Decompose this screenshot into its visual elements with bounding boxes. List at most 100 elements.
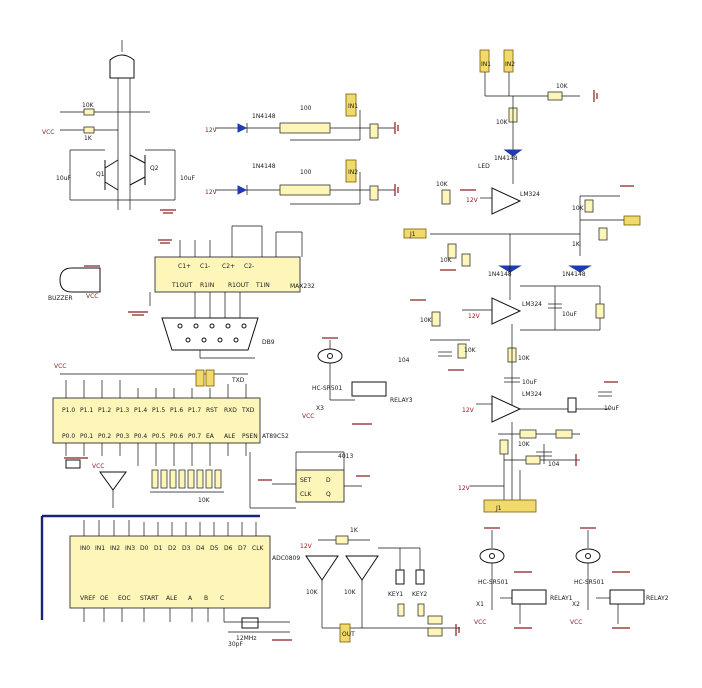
cap-c6-label: 10uF <box>604 405 619 412</box>
sensor-row-1: 1N4148 100 IN1 12V <box>205 93 399 141</box>
opamp-mid-designator: LM324 <box>522 301 542 308</box>
latch-pin-d: D <box>326 477 331 484</box>
mcu-top-pins: P1.0 P1.1 P1.2 P1.3 P1.4 P1.5 P1.6 P1.7 … <box>62 407 255 414</box>
sensor-x2: HC-SR501 X2 VCC RELAY2 <box>570 527 669 629</box>
diode-mid-2-label: 1N4148 <box>562 271 586 278</box>
mcu-pin-p14: P1.4 <box>134 407 147 414</box>
key1-label: KEY1 <box>388 591 403 598</box>
sensor3-label: HC-SR501 <box>312 385 342 392</box>
crystal-label: 12MHz <box>236 635 256 642</box>
mcu-pin-p03: P0.3 <box>116 433 129 440</box>
mcu-pin-p02: P0.2 <box>98 433 111 440</box>
res1-label: 100 <box>300 105 312 112</box>
diode-mid-1-label: 1N4148 <box>488 271 512 278</box>
x1-label: X1 <box>476 601 484 608</box>
vcc-label-x2: VCC <box>570 619 582 626</box>
vcc-label-mcu: VCC <box>54 363 66 370</box>
adc-pin-in2: IN2 <box>110 545 120 552</box>
max232-pin-r1out: R1OUT <box>228 282 249 289</box>
res-r10-label: 10K <box>440 257 453 264</box>
relay3-label: RELAY3 <box>390 397 413 404</box>
latch-pin-q: Q <box>326 491 331 498</box>
comp2-label: 10K <box>344 589 357 596</box>
adc-bottom-pins: VREF OE EOC START ALE A B C <box>80 595 224 602</box>
adc-pin-ale: ALE <box>166 595 177 602</box>
adc-pin-vref: VREF <box>80 595 96 602</box>
mcu-pin-p05: P0.5 <box>152 433 165 440</box>
vcc-label-3: 12V <box>205 189 218 196</box>
db9-designator: DB9 <box>262 339 275 346</box>
vcc-label-buzzer: VCC <box>86 293 98 300</box>
r-mid-label: 1K <box>84 135 93 142</box>
latch-pin-clk: CLK <box>300 491 313 498</box>
max232-pin-t1out: T1OUT <box>171 282 193 289</box>
sensor-x1: HC-SR501 X1 VCC RELAY1 <box>474 527 573 629</box>
mcu-pin-p11: P1.1 <box>80 407 93 414</box>
mcu-pin-ea: EA <box>206 433 215 440</box>
res-op2-label: 10K <box>420 317 433 324</box>
sensor-row-2: 1N4148 100 IN2 12V <box>205 159 399 205</box>
mcu-txd-net: TXD <box>231 377 245 384</box>
led1-label: 1N4148 <box>252 113 276 120</box>
cap-crystal-label: 30pF <box>228 641 243 648</box>
mcu-pin-p04: P0.4 <box>134 433 147 440</box>
adc-pin-d7: D7 <box>238 545 247 552</box>
mcu-pin-p12: P1.2 <box>98 407 111 414</box>
mcu-pin-ale: ALE <box>224 433 235 440</box>
sensor-x2-label: HC-SR501 <box>574 579 604 586</box>
x2-label: X2 <box>572 601 580 608</box>
relay1-label: RELAY1 <box>550 595 573 602</box>
adc-pin-d5: D5 <box>210 545 219 552</box>
res-op1-label: 10K <box>436 181 449 188</box>
mcu-designator: AT89C52 <box>262 433 289 440</box>
adc-block: ADC0809 IN0 IN1 IN2 IN3 D0 D1 D2 D3 D4 D… <box>40 514 300 648</box>
adc-pin-b: B <box>204 595 208 602</box>
mcu-pin-p06: P0.6 <box>170 433 183 440</box>
vcc-label-op2: 12V <box>468 313 481 320</box>
adc-designator: ADC0809 <box>272 555 300 562</box>
adc-pin-start: START <box>140 595 159 602</box>
adc-pin-eoc: EOC <box>118 595 131 602</box>
opamp-top-designator: LM324 <box>520 191 540 198</box>
adc-pin-a: A <box>188 595 193 602</box>
adc-pin-c: C <box>220 595 224 602</box>
vcc-label-2: 12V <box>205 127 218 134</box>
adc-pin-d6: D6 <box>224 545 233 552</box>
sensor-x3: RELAY3 HC-SR501 X3 VCC <box>302 337 413 425</box>
adc-pin-in1: IN1 <box>95 545 105 552</box>
cap-mid-label: 10uF <box>562 311 577 318</box>
latch-pin-set: SET <box>300 477 312 484</box>
cap-right-label: 10uF <box>180 175 195 182</box>
max232-designator: MAX232 <box>290 283 315 290</box>
max232-pin-t1in: T1IN <box>255 282 270 289</box>
vcc-label-key: 12V <box>300 543 313 550</box>
adc-pin-d3: D3 <box>182 545 191 552</box>
mcu-pin-p16: P1.6 <box>170 407 183 414</box>
max232-pin-c2p: C2+ <box>222 263 235 270</box>
max232-pin-c1p: C1+ <box>178 263 191 270</box>
serial-connector: DB9 <box>161 292 275 359</box>
mcu-pin-p15: P1.5 <box>152 407 165 414</box>
in1-right-port: IN1 <box>481 61 491 68</box>
adc-pin-clk: CLK <box>252 545 265 552</box>
res2-label: 100 <box>300 169 312 176</box>
res-series-label: 10K <box>496 119 509 126</box>
mcu-pin-psen: PSEN <box>242 433 258 440</box>
right-analog-section: IN1 IN2 10K 10K 1N4148 LED LM324 12V 10K… <box>398 49 641 513</box>
res-r1-label: 10K <box>518 441 531 448</box>
latch-block: 4013 SET CLK D Q <box>258 451 370 503</box>
mcu-pin-rxd: RXD <box>224 407 237 414</box>
rnet-label: 10K <box>198 497 211 504</box>
vcc-label-1: VCC <box>42 129 54 136</box>
mcu-pin-p00: P0.0 <box>62 433 75 440</box>
key2-label: KEY2 <box>412 591 427 598</box>
adc-pin-d1: D1 <box>154 545 163 552</box>
adc-pin-oe: OE <box>100 595 109 602</box>
mcu-pin-p17: P1.7 <box>188 407 201 414</box>
in1-port: IN1 <box>348 103 358 110</box>
in2-right-port: IN2 <box>505 61 515 68</box>
sensor-x1-label: HC-SR501 <box>478 579 508 586</box>
buzzer-section: BUZZER VCC <box>48 265 101 302</box>
